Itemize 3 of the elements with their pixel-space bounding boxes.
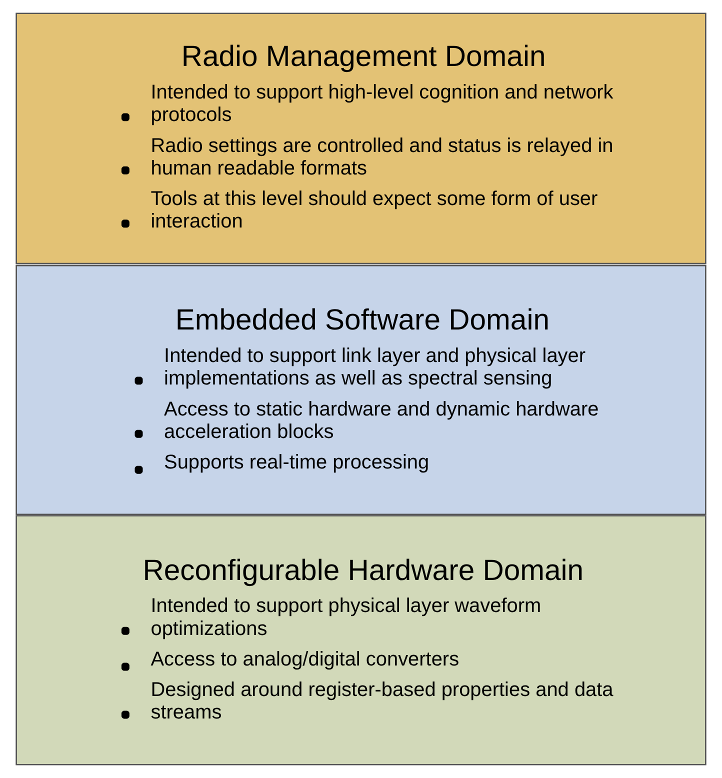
node-box: Embedded Software Domain Intended to support link layer and physical layer implementations as well as spectral sensing Access to static hardware and dynamic hardware acceleration blocks Supports real-time processing xyxy=(16,264,706,516)
node-box: Radio Management Domain Intended to support high-level cognition and network protocols Radio settings are controlled and status is relayed in human readable formats Tools at this level should expect some form of user interaction xyxy=(16,12,706,264)
node-box: Reconfigurable Hardware Domain Intended to support physical layer waveform optimizations Access to analog/digital converters Designed around register-based properties and data streams xyxy=(16,515,706,766)
